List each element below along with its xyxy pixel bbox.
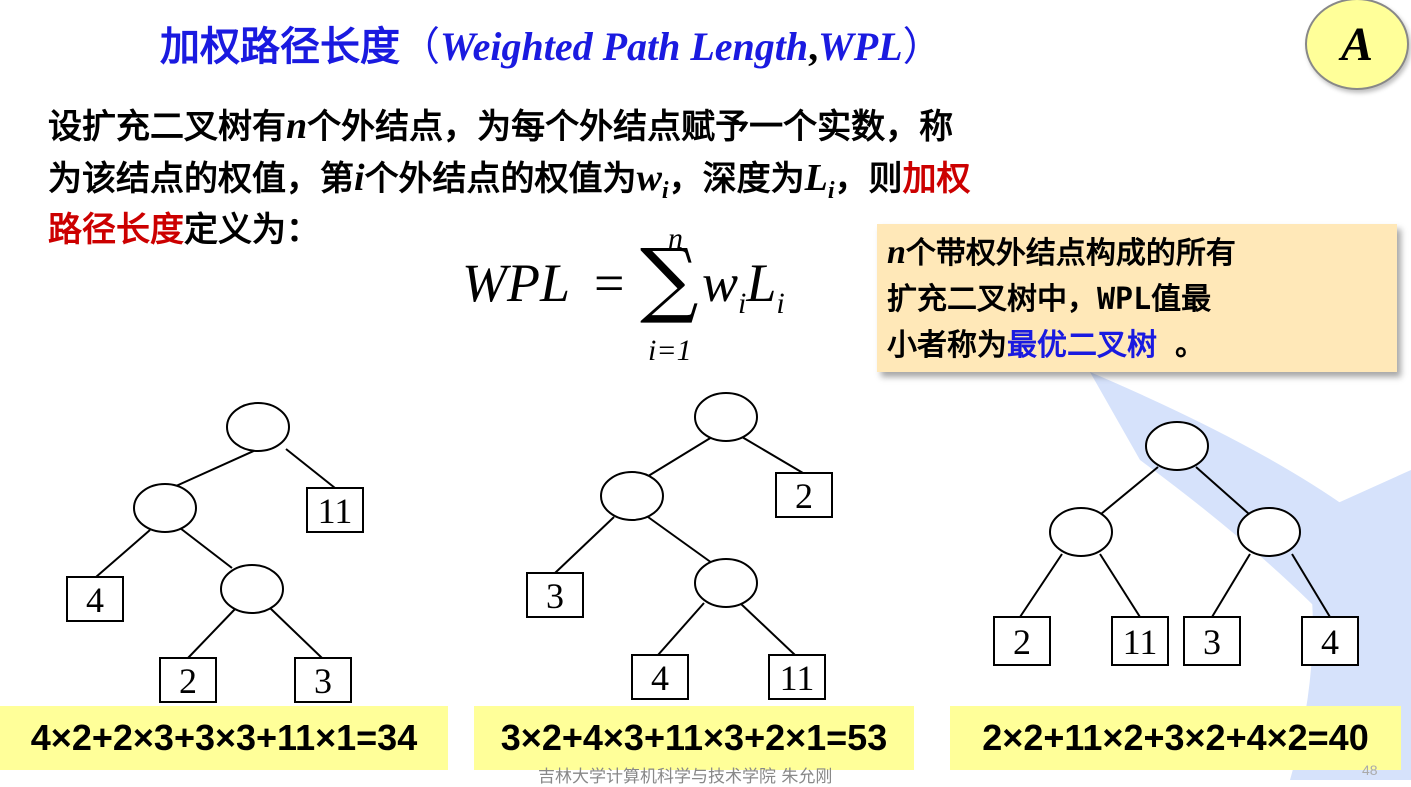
tree2-leaf-box [768, 654, 826, 700]
tree2-internal-node [694, 558, 758, 608]
tree1-leaf-label: 2 [179, 661, 197, 701]
tree3-leaf-box [1183, 616, 1241, 666]
formula-lhs: WPL [462, 253, 570, 313]
note-line-1: n个带权外结点构成的所有 [887, 234, 1236, 271]
tree3-leaf-box [1301, 616, 1359, 666]
tree1-leaf-box [66, 576, 124, 622]
tree2-leaf-label: 2 [795, 476, 813, 516]
tree3-leaf-box [993, 616, 1051, 666]
tree1-internal-node [133, 483, 197, 533]
sigma-lower: i=1 [648, 334, 692, 367]
sigma-symbol: ∑ [640, 232, 699, 327]
tree3-leaf-label: 11 [1123, 622, 1158, 662]
tree2-leaf-box [631, 654, 689, 700]
tree3-leaf-label: 2 [1013, 622, 1031, 662]
tree3-leaf-box [1111, 616, 1169, 666]
tree2-leaf-box [775, 472, 833, 518]
tree2-leaf-label: 11 [780, 658, 815, 698]
definition-line-1: 设扩充二叉树有n个外结点，为每个外结点赋予一个实数，称 [48, 105, 954, 147]
formula-term: wiLi [702, 253, 785, 320]
sigma-upper: n [668, 222, 683, 255]
tree2-leaf-label: 4 [651, 658, 669, 698]
slide-badge: A [1305, 0, 1409, 90]
tree1-leaf-label: 3 [314, 661, 332, 701]
tree1-internal-node [220, 564, 284, 614]
tree1-leaf-label: 11 [318, 491, 353, 531]
formula-equals: = [594, 253, 625, 313]
tree3-internal-node [1237, 507, 1301, 557]
definition-line-2: 为该结点的权值，第i个外结点的权值为wi，深度为Li，则加权 [48, 157, 971, 204]
tree3-root-node [1145, 421, 1209, 471]
tree1-wpl-equation: 4×2+2×3+3×3+11×1=34 [0, 706, 448, 770]
page-title: 加权路径长度（Weighted Path Length,WPL） [160, 23, 943, 70]
tree1-root-node [226, 402, 290, 452]
page-number: 48 [1362, 762, 1378, 778]
tree2-root-node [694, 392, 758, 442]
tree3-wpl-equation: 2×2+11×2+3×2+4×2=40 [950, 706, 1401, 770]
tree2-leaf-box [526, 572, 584, 618]
tree3-leaf-label: 4 [1321, 622, 1339, 662]
optimal-tree-note: n个带权外结点构成的所有 扩充二叉树中，WPL值最 小者称为最优二叉树 。 [877, 224, 1397, 372]
definition-line-3: 路径长度定义为： [48, 210, 320, 250]
tree3-internal-node [1049, 507, 1113, 557]
note-line-3: 小者称为最优二叉树 。 [887, 328, 1206, 363]
tree1-leaf-label: 4 [86, 580, 104, 620]
tree1-leaf-box [159, 657, 217, 703]
tree1-leaf-box [294, 657, 352, 703]
footer-credit: 吉林大学计算机科学与技术学院 朱允刚 [538, 767, 833, 787]
tree2-internal-node [600, 471, 664, 521]
note-line-2: 扩充二叉树中，WPL值最 [887, 282, 1212, 317]
tree2-leaf-label: 3 [546, 576, 564, 616]
tree1-leaf-box [306, 487, 364, 533]
tree3-leaf-label: 3 [1203, 622, 1221, 662]
tree2-wpl-equation: 3×2+4×3+11×3+2×1=53 [474, 706, 914, 770]
